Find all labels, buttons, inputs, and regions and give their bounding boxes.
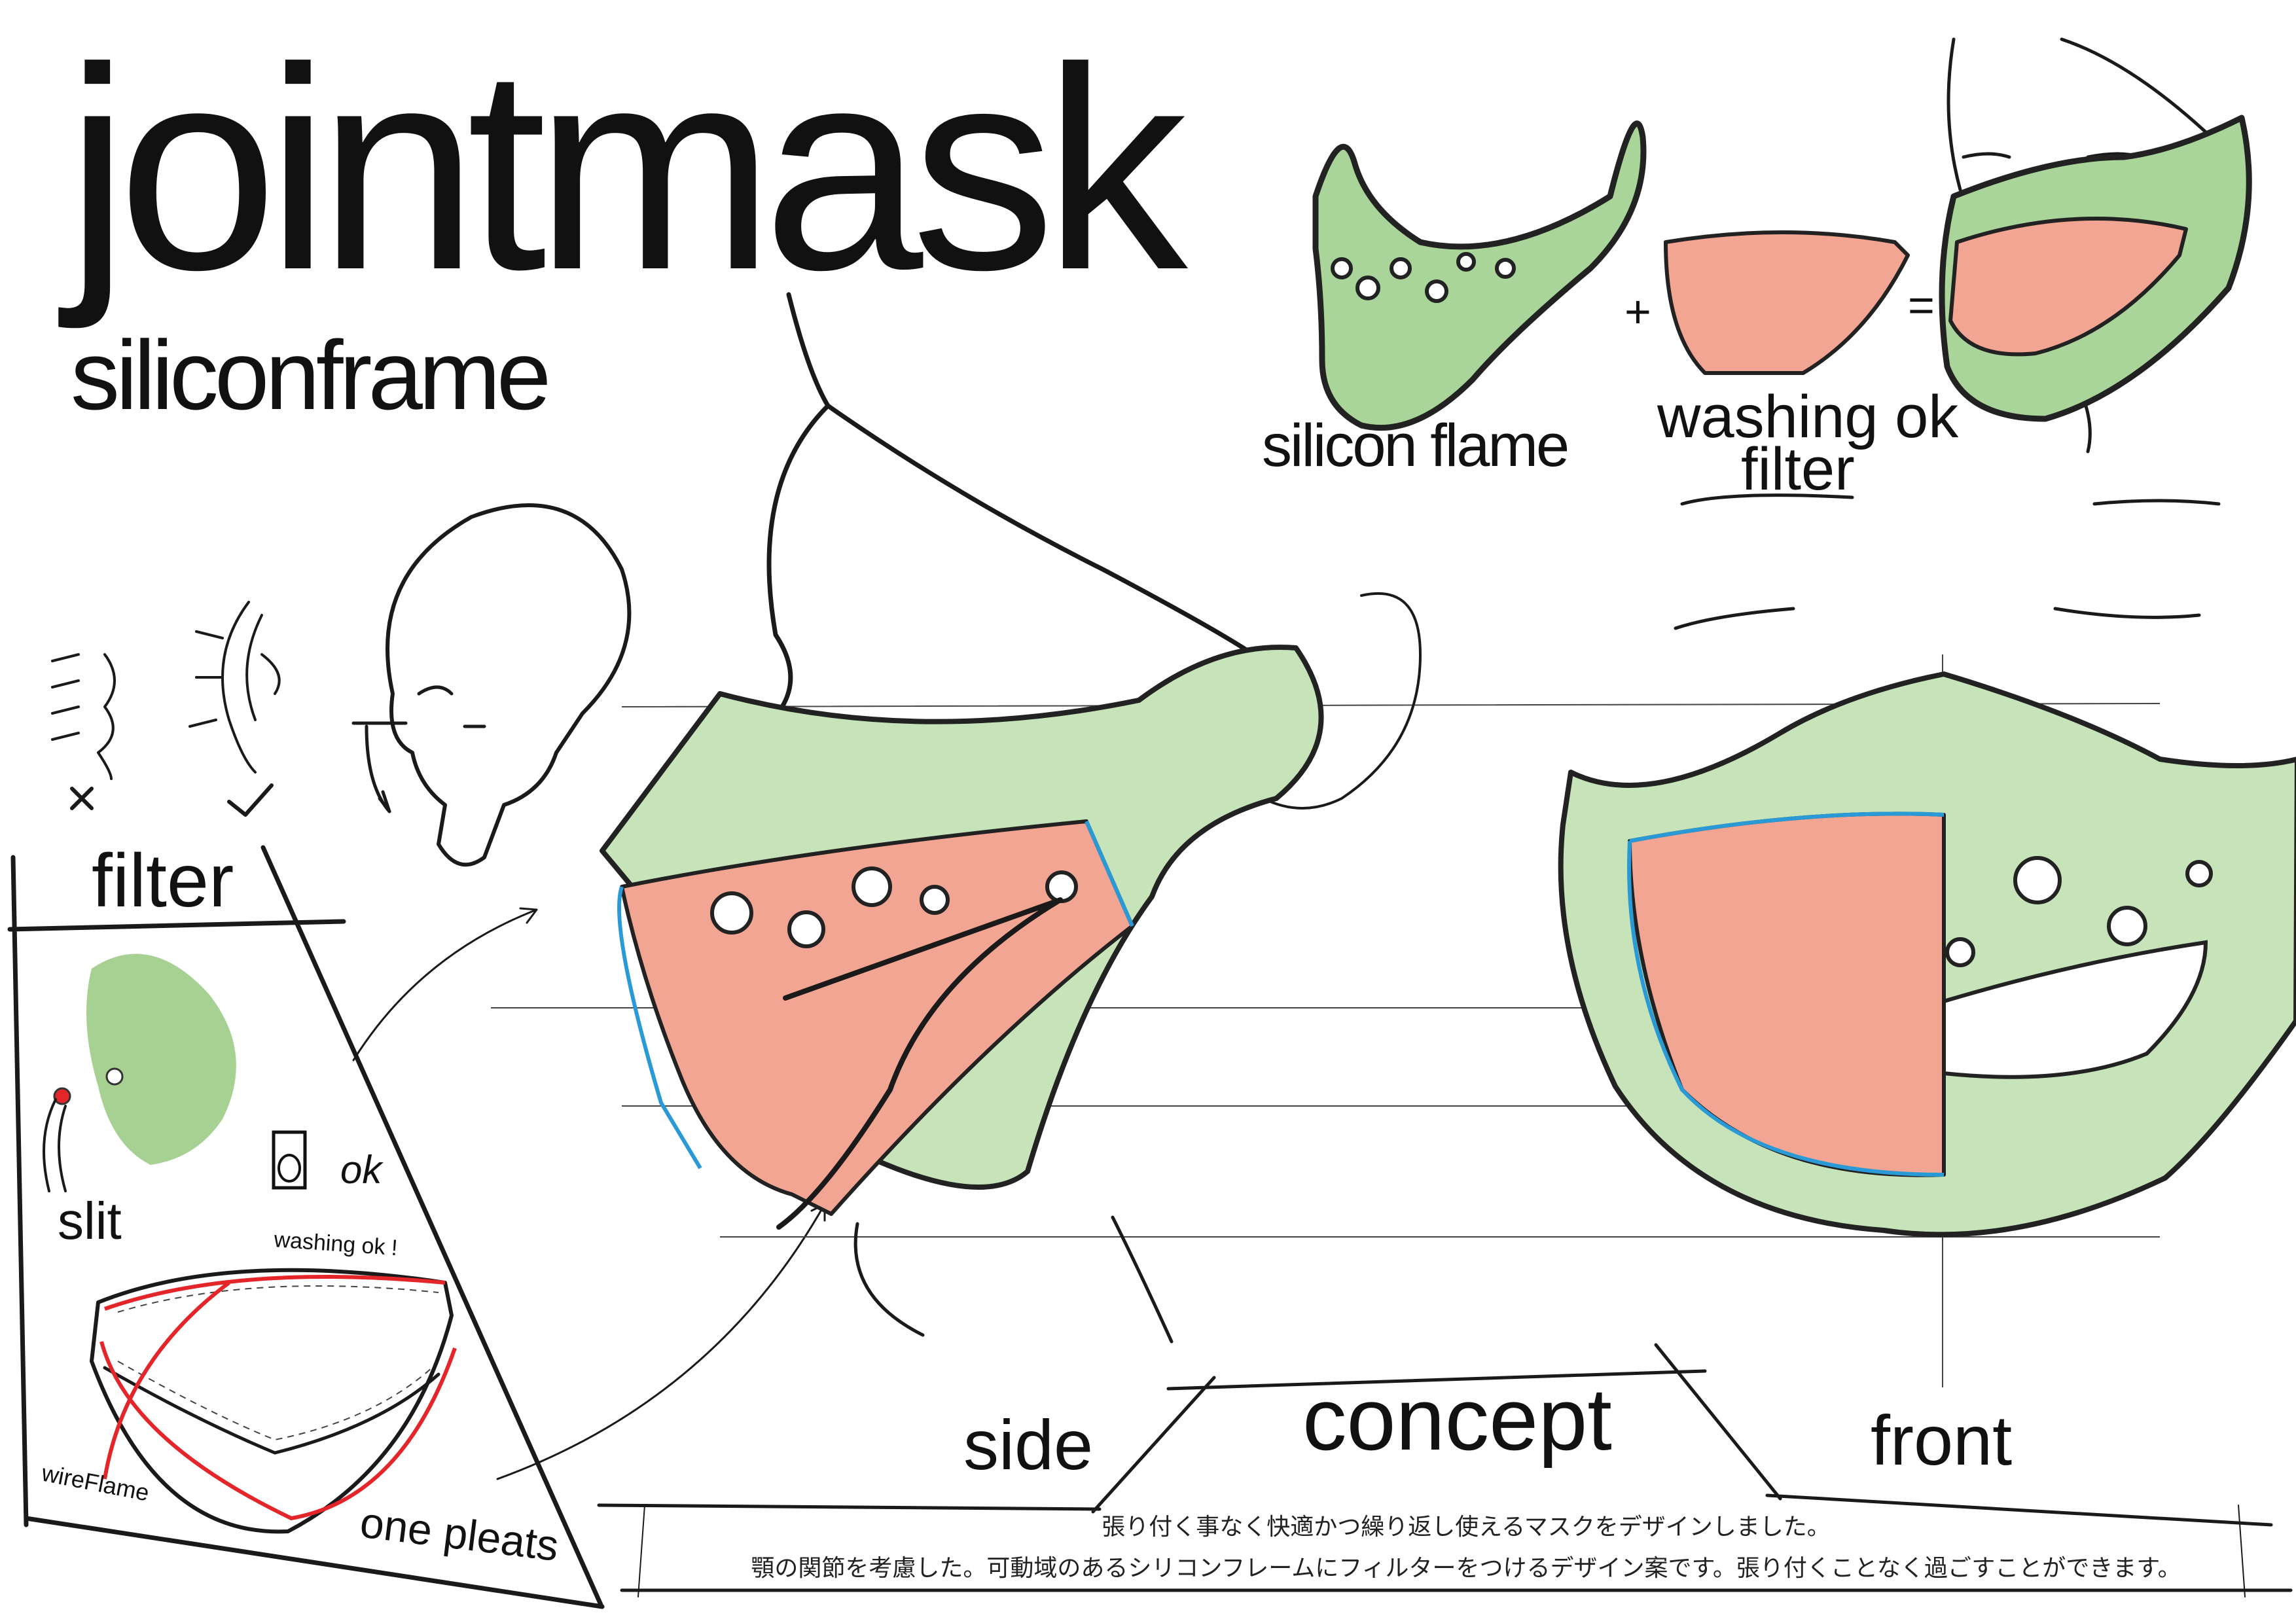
filter-panel: filter slit ok washing ok ! wireFlame on…: [7, 839, 605, 1609]
wireflame-label: wireFlame: [39, 1459, 151, 1506]
ok-label: ok: [340, 1148, 384, 1192]
one-pleats-label: one pleats: [357, 1497, 561, 1570]
silicon-flame-label: silicon flame: [1262, 412, 1568, 479]
concept-label: concept: [1302, 1370, 1612, 1469]
equation-row: + = silicon flame washing ok filter: [1262, 37, 2252, 503]
description-line-2: 顎の関節を考慮した。可動域のあるシリコンフレームにフィルターをつけるデザイン案で…: [751, 1555, 2181, 1582]
washing-machine-icon: [272, 1130, 307, 1190]
washing-ok-filter-label-line1: washing ok: [1657, 383, 1959, 450]
skull-sketch: [351, 503, 632, 867]
title: jointmask: [56, 9, 1192, 331]
side-view: [491, 292, 2161, 1344]
filter-label: filter: [92, 839, 234, 923]
subtitle: siliconframe: [71, 320, 547, 430]
face-with-mask-illustration: [1939, 37, 2252, 454]
washing-ok-label: washing ok !: [272, 1227, 398, 1260]
filter-illustration: [1664, 230, 1910, 375]
plus-sign: +: [1624, 286, 1651, 337]
side-label: side: [963, 1405, 1093, 1484]
pleated-filter-sketch: [90, 1268, 457, 1534]
silicon-frame-illustration: [1312, 120, 1647, 431]
front-label: front: [1871, 1400, 2012, 1480]
description-line-1: 張り付く事なく快適かつ繰り返し使えるマスクをデザインしました。: [1102, 1514, 1830, 1541]
front-view: [1558, 493, 2296, 1387]
washing-ok-filter-label-line2: filter: [1741, 436, 1855, 503]
slit-label: slit: [58, 1192, 122, 1250]
arrow-pleats-to-side: [496, 1203, 826, 1480]
jaw-motion-sketches: [51, 601, 281, 817]
filter-swatch: [86, 954, 236, 1165]
arrow-filter-to-side: [352, 907, 538, 1061]
equals-sign: =: [1908, 279, 1935, 330]
